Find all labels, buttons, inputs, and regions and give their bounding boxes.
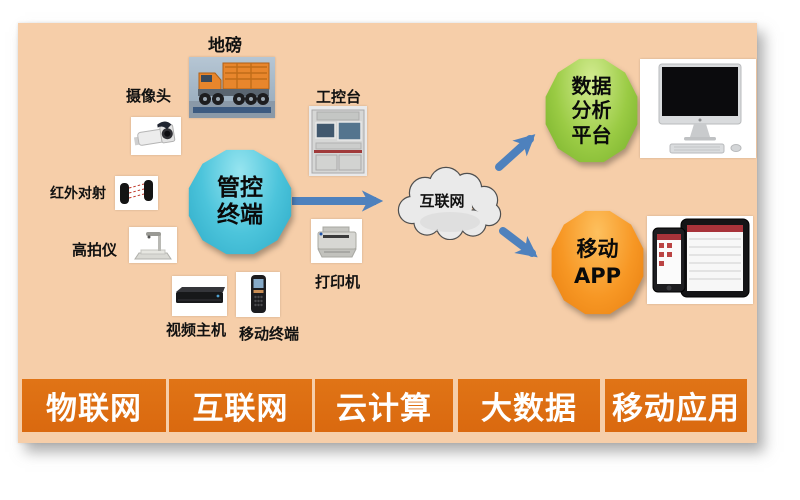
label-infrared-beam: 红外对射: [50, 186, 106, 202]
cloud-shape-icon: [397, 166, 502, 241]
label-video-host: 视频主机: [166, 321, 227, 339]
control-console-image: [309, 106, 367, 176]
node-data-platform: 数据 分析 平台: [544, 57, 639, 164]
video-host-image: [172, 276, 227, 316]
label-mobile-terminal: 移动终端: [239, 325, 300, 343]
footer-banner-mobile-app: 移动应用: [605, 379, 747, 432]
footer-banner-bigdata: 大数据: [458, 379, 600, 432]
doc-scanner-image: [129, 227, 177, 263]
footer-banner-iot: 物联网: [22, 379, 166, 432]
data-platform-line1: 数据: [571, 73, 612, 98]
imac-image: [640, 59, 756, 158]
label-doc-scanner: 高拍仪: [72, 241, 118, 259]
data-platform-line2: 分析: [571, 98, 612, 123]
infrared-beam-image: [115, 176, 158, 210]
label-printer: 打印机: [315, 273, 361, 291]
footer-banner-cloud: 云计算: [315, 379, 453, 432]
weighbridge-truck-image: [189, 57, 275, 118]
tablet-phone-image: [647, 216, 753, 304]
footer-banner-internet: 互联网: [169, 379, 312, 432]
label-cctv-camera: 摄像头: [126, 87, 172, 105]
node-mobile-app: 移动 APP: [550, 209, 645, 316]
diagram-panel: 地磅 摄像头 工控台 红外对射 高拍仪 视频主机 移动终端 打印机: [18, 23, 757, 443]
printer-image: [311, 219, 362, 263]
cctv-camera-image: [131, 117, 181, 155]
label-weighbridge: 地磅: [208, 36, 242, 56]
data-platform-line3: 平台: [571, 122, 612, 147]
control-terminal-line2: 终端: [217, 202, 263, 228]
mobile-app-line1: 移动: [576, 237, 619, 262]
control-terminal-line1: 管控: [217, 174, 263, 201]
label-control-console: 工控台: [316, 88, 362, 106]
node-control-terminal: 管控 终端: [187, 148, 293, 256]
internet-cloud: 互联网: [392, 164, 505, 241]
internet-cloud-label: 互联网: [419, 192, 465, 210]
mobile-terminal-image: [236, 272, 280, 317]
mobile-app-line2: APP: [573, 263, 622, 288]
